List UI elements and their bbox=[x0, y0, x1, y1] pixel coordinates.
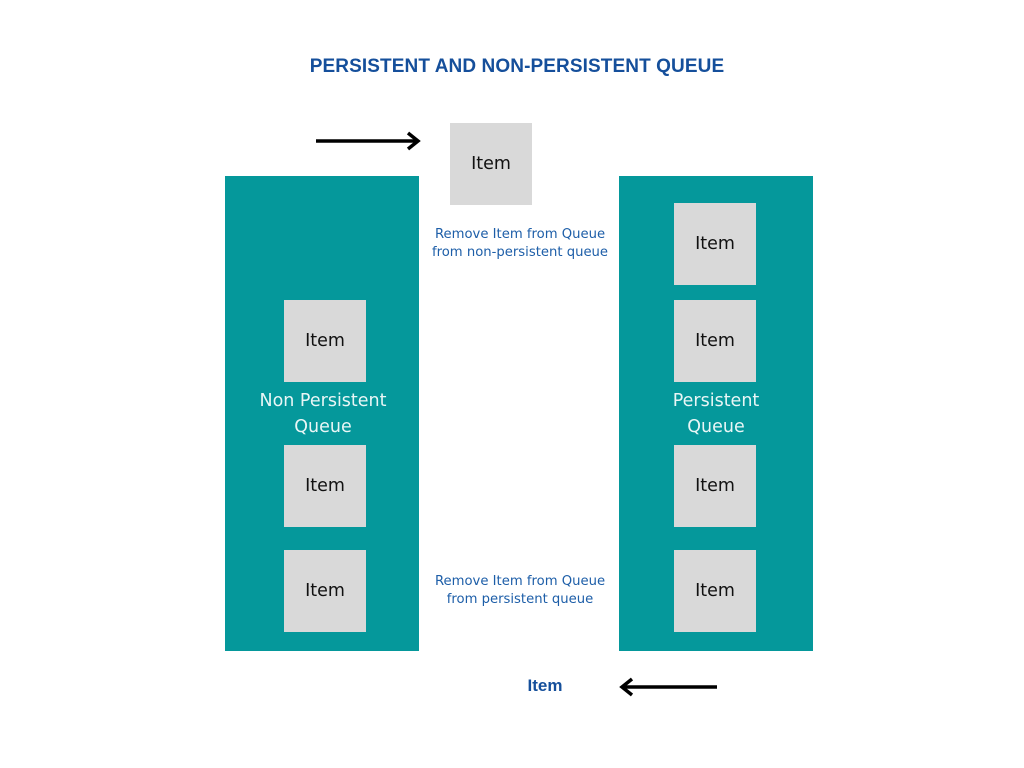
non-persistent-removal-note: Remove Item from Queue from non-persiste… bbox=[431, 227, 609, 260]
persistent-queue-item: Item bbox=[674, 550, 756, 632]
persistent-queue-item: Item bbox=[674, 203, 756, 285]
persistent-queue-item: Item bbox=[674, 445, 756, 527]
non-persistent-queue-item: Item bbox=[284, 300, 366, 382]
persistent-removal-note: Remove Item from Queue from persistent q… bbox=[434, 574, 606, 607]
item-label: Item bbox=[695, 331, 735, 351]
persistent-queue-label: Persistent Queue bbox=[672, 391, 760, 437]
item-label: Item bbox=[305, 331, 345, 351]
arrow-right-icon bbox=[316, 131, 421, 151]
persistent-queue-item: Item bbox=[674, 300, 756, 382]
diagram-title: PERSISTENT AND NON-PERSISTENT QUEUE bbox=[309, 56, 725, 77]
incoming-item: Item bbox=[450, 123, 532, 205]
item-label: Item bbox=[305, 581, 345, 601]
item-label: Item bbox=[695, 476, 735, 496]
item-label: Item bbox=[695, 234, 735, 254]
item-label: Item bbox=[695, 581, 735, 601]
non-persistent-queue-item: Item bbox=[284, 550, 366, 632]
item-label: Item bbox=[305, 476, 345, 496]
non-persistent-queue-label: Non Persistent Queue bbox=[259, 391, 387, 437]
non-persistent-queue-item: Item bbox=[284, 445, 366, 527]
incoming-item-label: Item bbox=[471, 154, 511, 174]
arrow-left-icon bbox=[619, 677, 717, 697]
outgoing-item-label: Item bbox=[527, 676, 563, 695]
